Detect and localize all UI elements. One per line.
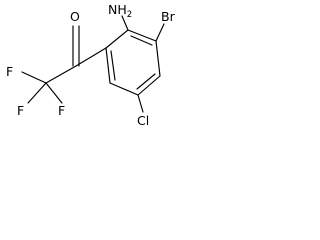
amino-group-label: NH2 [108, 2, 132, 20]
oxygen-atom-label: O [70, 9, 80, 24]
chlorine-atom-label: Cl [137, 113, 149, 128]
bond-c3-br [155, 23, 165, 42]
ring-bond-c2-c3-inner [130, 35, 153, 46]
bromine-atom-label: Br [161, 9, 176, 24]
ring-bond-c2-c3 [127, 29, 157, 42]
fluorine-atom-label-bottom-right: F [58, 103, 65, 118]
fluorine-atom-label-left: F [6, 64, 13, 79]
chemical-structure: O NH2 Br Cl F F F [6, 2, 176, 128]
bond-cf3-f-left [21, 71, 47, 84]
bond-c2-nh2 [121, 15, 129, 31]
bonds [21, 15, 165, 113]
bond-carbonyl-cf3 [45, 65, 77, 84]
amino-hydrogen: H [117, 2, 126, 17]
bond-cf3-f-bottom-right [45, 82, 63, 104]
ring-bond-c4-c5 [137, 75, 161, 96]
amino-hydrogen-count: 2 [127, 10, 132, 20]
bond-c1-carbonyl [75, 47, 107, 67]
amino-nitrogen: N [108, 2, 117, 17]
bond-c5-cl [137, 94, 144, 113]
fluorine-atom-label-bottom-left: F [17, 103, 24, 118]
ring-bond-c6-c1 [105, 47, 111, 84]
ring-bond-c4-c5-inner [136, 73, 156, 90]
ring-bond-c6-c1-inner [110, 50, 116, 81]
ring-bond-c5-c6 [109, 82, 139, 96]
atom-labels: O NH2 Br Cl F F F [6, 2, 176, 128]
ring-bond-c1-c2 [105, 29, 129, 49]
bond-cf3-f-bottom-left [27, 82, 47, 104]
ring-bond-c3-c4 [155, 40, 161, 77]
